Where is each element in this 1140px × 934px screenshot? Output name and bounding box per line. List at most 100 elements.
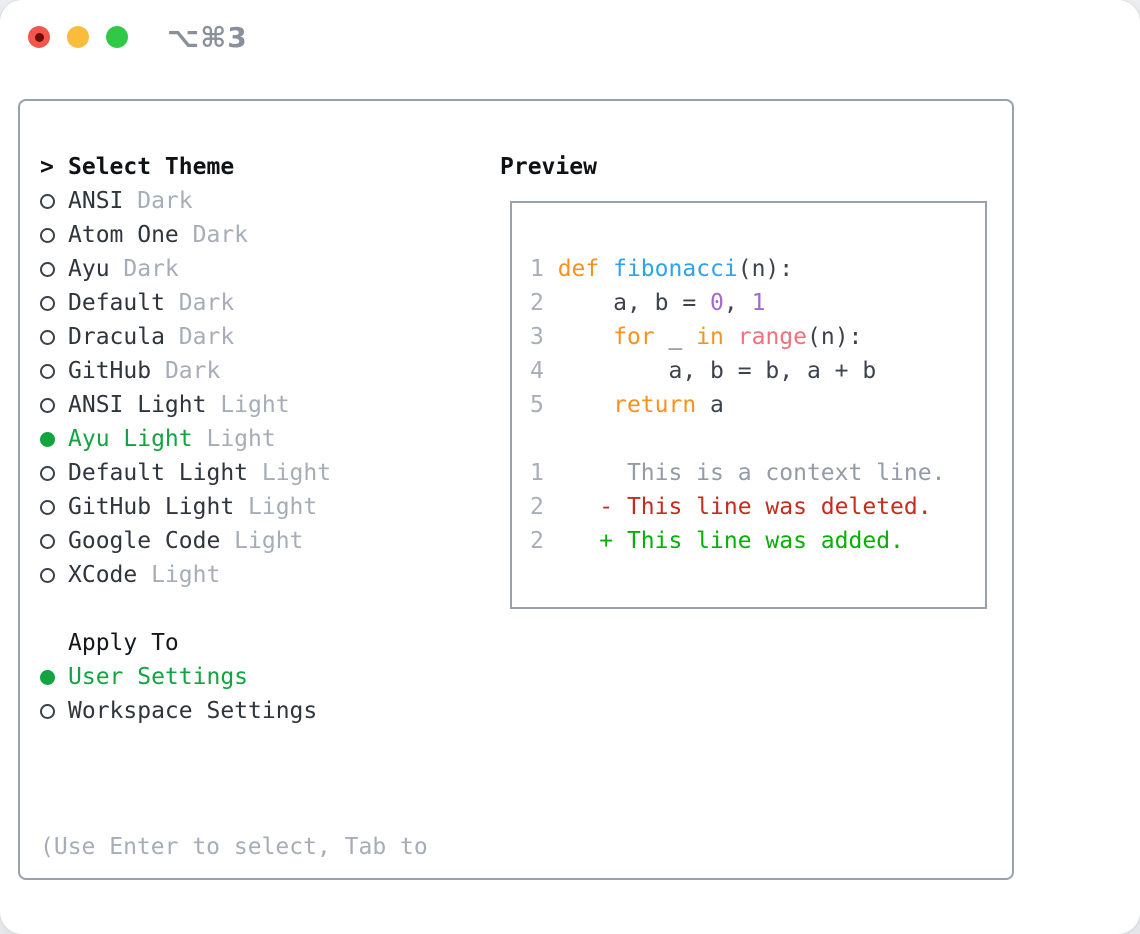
spacer [40,592,490,626]
theme-option-dracula[interactable]: Dracula Dark [40,320,490,354]
theme-variant-label: Light [234,528,304,554]
code-line: 4 a, b = b, a + b [530,354,985,388]
radio-selected-icon [40,431,55,447]
radio-icon [40,533,55,549]
radio-icon [40,329,55,345]
code-token: , [723,290,752,316]
theme-variant-label: Light [220,392,290,418]
radio-wrap [40,533,68,549]
code-token: a [696,392,724,418]
theme-name: Default Light [68,460,249,486]
code-token: for [613,324,655,350]
theme-name: ANSI Light [68,392,207,418]
code-line: 3 for _ in range(n): [530,320,985,354]
apply-option-user-settings[interactable]: User Settings [40,660,490,694]
hint-line: (Use Enter to select, Tab to [40,834,428,860]
code-line: 5 return a [530,388,985,422]
code-token: + This line was added. [557,528,904,554]
code-token [599,256,613,282]
theme-variant-label: Dark [178,324,235,350]
radio-wrap [40,465,68,481]
theme-name: ANSI [68,188,124,214]
code-token [558,392,613,418]
radio-wrap [40,431,68,447]
radio-icon [40,397,55,413]
radio-wrap [40,397,68,413]
hint-text: (Use Enter to select, Tab to change focu… [40,762,490,934]
line-number: 1 [530,256,558,282]
select-theme-header: > Select Theme [40,150,490,184]
line-number: 1 [530,460,558,486]
line-number: 3 [530,324,558,350]
code-token: range [737,324,807,350]
apply-option-workspace-settings[interactable]: Workspace Settings [40,694,490,728]
radio-wrap [40,227,68,243]
line-number: 2 [530,494,558,520]
code-token: 1 [751,290,766,316]
radio-icon [40,703,55,719]
code-token: a, b = b, a + b [557,358,877,384]
minimize-button[interactable] [67,26,89,48]
theme-option-ansi-light[interactable]: ANSI Light Light [40,388,490,422]
theme-option-ayu-light[interactable]: Ayu Light Light [40,422,490,456]
code-line [530,422,985,456]
code-token: 0 [710,290,724,316]
close-button[interactable] [28,26,50,48]
code-token: _ [654,324,697,350]
spacer [40,728,490,762]
titlebar: ⌥⌘3 [0,0,1140,76]
theme-option-ansi[interactable]: ANSI Dark [40,184,490,218]
theme-name: Ayu [68,256,110,282]
code-token: in [696,324,724,350]
code-token: (n): [737,256,794,282]
zoom-button[interactable] [106,26,128,48]
code-token: This is a context line. [557,460,946,486]
line-number: 2 [530,528,558,554]
code-token: return [613,392,697,418]
line-number: 2 [530,290,558,316]
theme-name: Ayu Light [68,426,193,452]
radio-wrap [40,329,68,345]
theme-variant-label: Dark [137,188,193,214]
radio-wrap [40,669,68,685]
preview-header: Preview [500,154,597,180]
apply-option-label: User Settings [68,664,249,690]
line-number: 5 [530,392,558,418]
theme-variant-label: Light [248,494,318,520]
theme-name: Dracula [68,324,165,350]
radio-icon [40,465,55,481]
radio-icon [40,193,55,209]
select-theme-title: Select Theme [68,154,235,180]
theme-option-default-light[interactable]: Default Light Light [40,456,490,490]
code-token [724,324,738,350]
radio-icon [40,227,55,243]
theme-variant-label: Light [151,562,221,588]
radio-wrap [40,193,68,209]
radio-wrap [40,703,68,719]
radio-icon [40,499,55,515]
radio-wrap [40,567,68,583]
theme-variant-label: Dark [192,222,249,248]
radio-wrap [40,499,68,515]
theme-option-xcode[interactable]: XCode Light [40,558,490,592]
radio-wrap [40,295,68,311]
theme-variant-label: Dark [178,290,235,316]
theme-variant-label: Light [261,460,332,486]
theme-variant-label: Light [206,426,276,452]
code-line: 2 + This line was added. [530,524,985,558]
theme-name: XCode [68,562,138,588]
code-token: def [557,256,600,282]
code-token: a, b = [557,290,711,316]
code-line: 1 This is a context line. [530,456,985,490]
